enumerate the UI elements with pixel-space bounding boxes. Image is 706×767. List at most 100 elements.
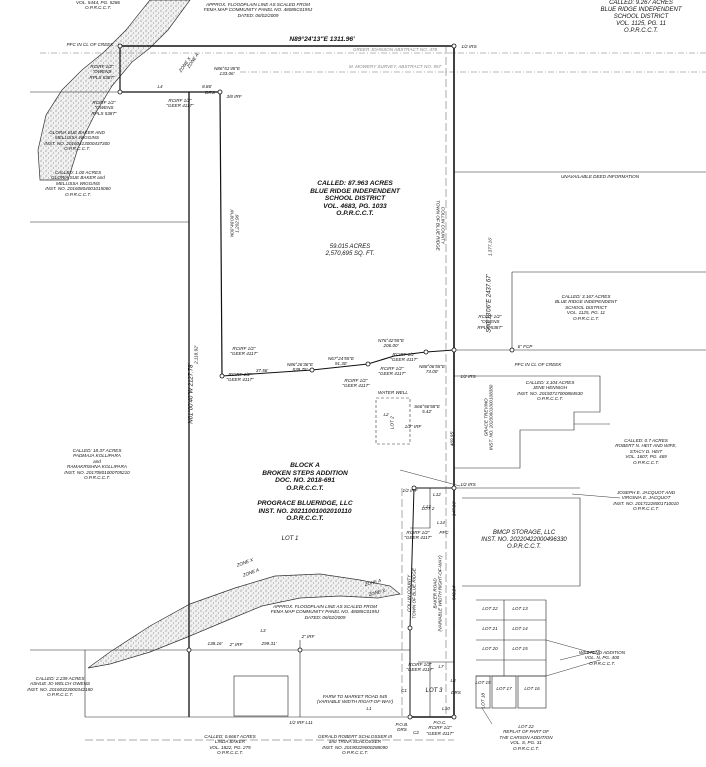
rcirf-geer-5: RCIRF 1/2" "GEER 4117" xyxy=(378,366,406,377)
bearing-74: N88°06'55"E 74.00' xyxy=(418,364,446,375)
c1-label: C1 xyxy=(401,688,407,693)
inner-west-bearing: N00°46'06"W 1,202.96' xyxy=(229,209,240,238)
lot22-label: LOT 22 xyxy=(482,606,498,611)
l1-label: L1 xyxy=(366,706,372,711)
east-dist-inner: 1,377.16' xyxy=(487,237,493,257)
rcirf-owens-1: RCIRF 1/2" "OWENS RPLS 5387" xyxy=(89,64,115,80)
pfc-creek-top-label: PFC IN CL OF CREEK xyxy=(66,42,114,47)
pfc-small-label: PFC xyxy=(439,530,449,535)
creek-line xyxy=(221,349,455,377)
bearing-133-label: N86°51'45"E 133.06' xyxy=(213,66,241,77)
l11-label: 1/2 IRF L11 xyxy=(289,720,313,725)
dist-54324: 543.24' xyxy=(451,585,457,601)
gloria-baker-1: GLORIA SUE BAKER AND MELLISSA WIGGINS IN… xyxy=(44,130,110,152)
lot17-label: LOT 17 xyxy=(496,686,512,691)
lot14-label: LOT 14 xyxy=(512,626,528,631)
rcirf-geer-2: RCIRF 1/2" "GEER 4117" xyxy=(230,346,258,357)
jacquot-label: JOSEPH E. JACQUOT AND VIRGINIA E. JACQUO… xyxy=(613,490,679,512)
monuments xyxy=(117,43,515,720)
l13-label: L13 xyxy=(423,504,431,509)
l3-label: L3 xyxy=(260,628,266,633)
l8-label: L8 xyxy=(450,678,456,683)
bearing-566: S66°56'58"E 5.42' xyxy=(414,404,440,415)
ashlie-owens-label: CALLED: 2.239 ACRES ASHLIE JO WELCH OWEN… xyxy=(27,676,93,698)
fcp-label: 6" FCP xyxy=(517,344,533,349)
lot2-water-well-tract xyxy=(375,397,411,445)
called-07-label: CALLED: 0.7 ACRES ROBERT N. HEIT AND WIF… xyxy=(615,438,677,465)
lot18-label: LOT 18 xyxy=(480,693,486,709)
dist-3756: 37.56' xyxy=(255,368,269,373)
irs-east: 1/2 IRS xyxy=(460,374,476,379)
westend-label: WESTEND ADDITION VOL. N, PG. 400 O.P.R.C… xyxy=(578,650,626,666)
irf-12-label: 1/2 IRF xyxy=(402,488,418,493)
baker-road-label: BAKER ROAD (VARIABLE WIDTH RIGHT-OF-WAY) xyxy=(432,555,443,632)
l12-label: L12 xyxy=(433,492,441,497)
l4-label: L4 xyxy=(157,84,163,89)
irs-top-label: 1/2 IRS xyxy=(461,44,477,49)
inner-frontage xyxy=(409,487,454,717)
lot3-label: LOT 3 xyxy=(425,688,443,694)
called-3104-label: CALLED: 3.104 ACRES JENE HENNIGH INST. N… xyxy=(517,380,583,402)
gerald-schlosser-label: GERALD ROBERT SCHLOSSER III and TRINA SC… xyxy=(318,734,392,756)
lot19-label: LOT 19 xyxy=(475,680,491,685)
irf-half: 1/2" IRF xyxy=(404,424,422,429)
collin-county-road: COLLIN COUNTY TOWN OF BLUE RIDGE xyxy=(406,568,417,619)
linda-baker-label: CALLED: 0.6667 ACRES LINDA BAKER VOL. 18… xyxy=(204,734,256,756)
dist-29931: 299.31' xyxy=(261,641,277,646)
floodplain-bottom xyxy=(87,573,401,669)
north-west-jog xyxy=(119,46,223,377)
bearing-9130: N67°24'55"E 91.30' xyxy=(327,356,355,367)
rcirf-owens-2: RCIRF 1/2" "OWENS RPLS 5387" xyxy=(91,100,117,116)
mowery-survey-label: M. MOWERY SURVEY, ABSTRACT NO. 557 xyxy=(348,64,442,69)
called-1837-label: CALLED: 18.37 ACRES PADMAJA KOLLIPARA an… xyxy=(64,448,130,481)
unavailable-deed: UNAVAILABLE DEED INFORMATION xyxy=(560,174,640,179)
lot16-label: LOT 16 xyxy=(524,686,540,691)
collin-county-east: COLLIN COUNTY TOWN OF BLUE RIDGE xyxy=(435,200,446,251)
drs-label: DRS xyxy=(205,90,215,95)
acres-59015-label: 59.015 ACRES 2,570,695 SQ. FT. xyxy=(325,244,375,257)
farm-road-label: FARM TO MARKET ROAD 545 (VARIABLE WIDTH … xyxy=(316,694,394,705)
leader-lines xyxy=(399,423,621,725)
rcirf-owens-3: RCIRF 1/2" "OWENS RPLS 5387" xyxy=(477,314,503,330)
l7-label: L7 xyxy=(438,664,444,669)
bearing-53975: N86°26'36"E 539.75' xyxy=(286,362,314,373)
vol-5444-label: VOL. 5444, PG. 5286 O.P.R.C.C.T. xyxy=(76,0,120,11)
parcel-lines xyxy=(30,91,706,718)
lot20-label: LOT 20 xyxy=(482,646,498,651)
greer-abstract-label: GREER JOHNSON ABSTRACT NO. 478 xyxy=(352,47,438,52)
lot13-label: LOT 13 xyxy=(512,606,528,611)
bearing-206: N76°42'55"E 206.00' xyxy=(377,338,405,349)
water-well-label: WATER WELL xyxy=(378,390,408,395)
called-9267-label: CALLED: 9.267 ACRES BLUE RIDGE INDEPENDE… xyxy=(600,0,682,34)
lot22-replat-label: LOT 22 REPLAT OF PART OF THE CARSON ADDI… xyxy=(499,724,553,751)
lot2-box-label: LOT 2 xyxy=(421,506,435,511)
l10-label: L10 xyxy=(442,706,450,711)
l4-dist: 8.86' xyxy=(202,84,212,89)
called-3167-label: CALLED: 3.167 ACRES BLUE RIDGE INDEPENDE… xyxy=(554,294,618,321)
dist-46995: 469.95' xyxy=(449,431,455,447)
rcirf-geer-6: RCIRF 1/2" "GEER 4117" xyxy=(390,352,418,363)
drs-bottom: DRS xyxy=(451,690,461,695)
lot15-label: LOT 15 xyxy=(512,646,528,651)
bmcp-label: BMCP STORAGE, LLC INST. NO. 202204220004… xyxy=(481,530,567,550)
called-87963-label: CALLED: 87.963 ACRES BLUE RIDGE INDEPEND… xyxy=(310,180,400,218)
irs-mid: 1/2 IRS xyxy=(460,482,476,487)
lot1-label: LOT 1 xyxy=(281,536,299,542)
l14-label: L14 xyxy=(437,520,445,525)
irf-2-2: 2" IRF xyxy=(301,634,315,639)
fema-top-label: APPROX. FLOODPLAIN LINE AS SCALED FROM F… xyxy=(203,2,313,18)
dist-147: 147.96' xyxy=(451,501,457,517)
c2-label: C2 xyxy=(413,730,419,735)
grace-trevino-label: GRACE TREVINO INST. NO. 2023060100010838… xyxy=(483,384,494,451)
rcirf-geer-8: RCIRF 1/2" "GEER 4117" xyxy=(406,662,434,673)
floodplain-top xyxy=(37,0,191,181)
gloria-baker-2: CALLED: 1.00 ACRES GLORIA SUE BAKER and … xyxy=(45,170,111,197)
rcirf-geer-7: RCIRF 1/2" "GEER 4117" xyxy=(404,530,432,541)
west-dist-inner: 2,118.92' xyxy=(193,345,199,364)
l2-label: L2 xyxy=(383,412,389,417)
block-a-label: BLOCK A BROKEN STEPS ADDITION DOC. NO. 2… xyxy=(262,462,348,492)
rcirf-geer-3: RCIRF 1/2" "GEER 4117" xyxy=(226,372,254,383)
rcirf-geer-1: RCIRF 1/2" "GEER 4117" xyxy=(166,98,194,109)
rcirf-geer-4: RCIRF 1/2" "GEER 4117" xyxy=(342,378,370,389)
